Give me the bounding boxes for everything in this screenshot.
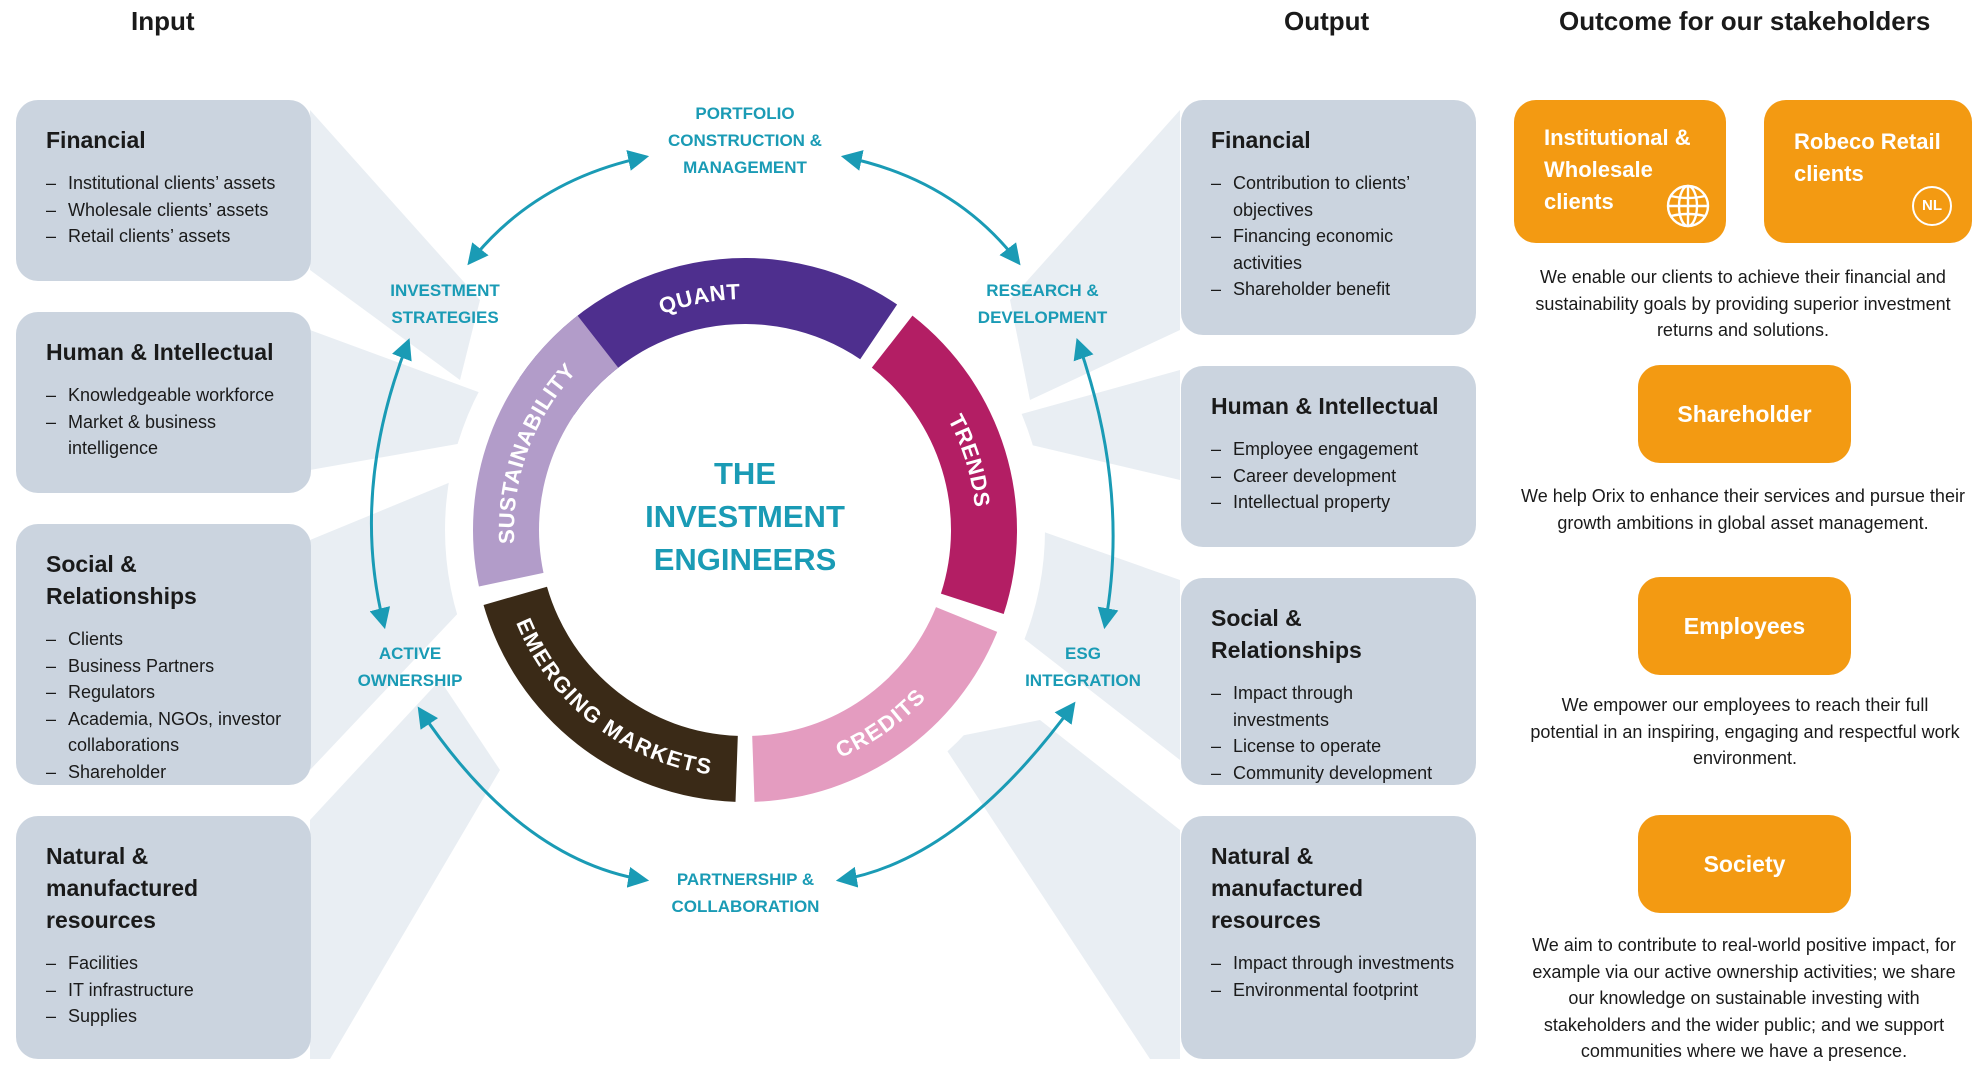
list-item: Contribution to clients’ objectives <box>1211 170 1431 223</box>
list-item: Impact through investments <box>1211 680 1436 733</box>
output-card-natural-manufactured: Natural & manufactured resources Impact … <box>1181 816 1476 1059</box>
arrow-esg-partnership <box>835 701 1076 888</box>
label-esg-integration: ESG INTEGRATION <box>1025 644 1141 690</box>
ring-segment <box>871 315 1018 615</box>
list-item: Business Partners <box>46 653 291 680</box>
arrow-research-esg <box>1073 338 1119 630</box>
card-list: Impact through investments License to op… <box>1211 680 1436 786</box>
list-item: Retail clients’ assets <box>46 223 291 250</box>
card-title: Social & Relationships <box>46 551 197 609</box>
list-item: Shareholder benefit <box>1211 276 1431 303</box>
card-title: Financial <box>46 127 146 153</box>
stakeholder-robeco-retail: Robeco Retail clients NL <box>1764 100 1972 243</box>
card-list: Knowledgeable workforce Market & busines… <box>46 382 291 462</box>
list-item: Wholesale clients’ assets <box>46 197 291 224</box>
list-item: Shareholder <box>46 759 291 786</box>
input-header: Input <box>131 6 195 36</box>
output-header: Output <box>1284 6 1370 36</box>
output-card-human-intellectual: Human & Intellectual Employee engagement… <box>1181 366 1476 547</box>
stakeholder-institutional-wholesale: Institutional & Wholesale clients <box>1514 100 1726 243</box>
input-card-natural-manufactured: Natural & manufactured resources Facilit… <box>16 816 311 1059</box>
card-list: Institutional clients’ assets Wholesale … <box>46 170 291 250</box>
card-title: Financial <box>1211 127 1311 153</box>
card-title: Human & Intellectual <box>46 339 274 365</box>
input-card-social-relationships: Social & Relationships Clients Business … <box>16 524 311 785</box>
ring-segment <box>519 257 898 415</box>
label-partnership-collaboration: PARTNERSHIP & COLLABORATION <box>671 870 820 916</box>
list-item: License to operate <box>1211 733 1436 760</box>
label-portfolio-construction: PORTFOLIO CONSTRUCTION & MANAGEMENT <box>668 104 822 177</box>
card-list: Impact through investments Environmental… <box>1211 950 1456 1003</box>
card-list: Employee engagement Career development I… <box>1211 436 1456 516</box>
list-item: Financing economic activities <box>1211 223 1431 276</box>
employees-outcome-text: We empower our employees to reach their … <box>1530 695 1960 768</box>
process-arrows <box>369 150 1119 888</box>
globe-icon <box>1666 184 1710 228</box>
list-item: Supplies <box>46 1003 291 1030</box>
list-item: Intellectual property <box>1211 489 1456 516</box>
list-item: IT infrastructure <box>46 977 291 1004</box>
list-item: Knowledgeable workforce <box>46 382 291 409</box>
nl-badge-icon: NL <box>1912 186 1952 226</box>
society-outcome-text: We aim to contribute to real-world posit… <box>1532 935 1956 1061</box>
core-title: THE INVESTMENT ENGINEERS <box>600 452 890 581</box>
card-title: Human & Intellectual <box>1211 393 1439 419</box>
input-card-financial: Financial Institutional clients’ assets … <box>16 100 311 281</box>
list-item: Employee engagement <box>1211 436 1456 463</box>
list-item: Career development <box>1211 463 1456 490</box>
card-list: Clients Business Partners Regulators Aca… <box>46 626 291 785</box>
outcome-header: Outcome for our stakeholders <box>1559 6 1931 36</box>
arrow-strategies-active <box>369 338 412 630</box>
input-card-human-intellectual: Human & Intellectual Knowledgeable workf… <box>16 312 311 493</box>
list-item: Academia, NGOs, investor collaborations <box>46 706 291 759</box>
list-item: Clients <box>46 626 291 653</box>
output-card-social-relationships: Social & Relationships Impact through in… <box>1181 578 1476 786</box>
core-title-line: INVESTMENT <box>645 499 845 534</box>
list-item: Market & business intelligence <box>46 409 291 462</box>
arrow-portfolio-research <box>840 150 1021 266</box>
label-research-development: RESEARCH & DEVELOPMENT <box>977 281 1108 327</box>
list-item: Impact through investments <box>1211 950 1456 977</box>
stakeholder-employees: Employees <box>1638 577 1851 675</box>
stakeholder-label: Institutional & Wholesale clients <box>1544 125 1691 214</box>
card-list: Contribution to clients’ objectives Fina… <box>1211 170 1431 303</box>
clients-outcome-text: We enable our clients to achieve their f… <box>1535 267 1951 340</box>
arrow-active-partnership <box>417 706 650 888</box>
label-investment-strategies: INVESTMENT STRATEGIES <box>390 281 500 327</box>
shareholder-outcome-text: We help Orix to enhance their services a… <box>1521 486 1965 533</box>
output-card-financial: Financial Contribution to clients’ objec… <box>1181 100 1476 335</box>
ring-segment <box>472 315 619 587</box>
stakeholder-shareholder: Shareholder <box>1638 365 1851 463</box>
core-title-line: THE <box>714 456 776 491</box>
card-list: Facilities IT infrastructure Supplies <box>46 950 291 1030</box>
card-title: Natural & manufactured resources <box>46 843 199 933</box>
label-active-ownership: ACTIVE OWNERSHIP <box>357 644 463 690</box>
list-item: Community development <box>1211 760 1436 787</box>
list-item: Environmental footprint <box>1211 977 1456 1004</box>
ring-segment <box>483 586 738 802</box>
card-title: Natural & manufactured resources <box>1211 843 1364 933</box>
stakeholder-label: Robeco Retail clients <box>1794 129 1941 186</box>
list-item: Regulators <box>46 679 291 706</box>
arrow-strategies-portfolio <box>467 150 650 266</box>
list-item: Institutional clients’ assets <box>46 170 291 197</box>
card-title: Social & Relationships <box>1211 605 1362 663</box>
stakeholder-society: Society <box>1638 815 1851 913</box>
core-title-line: ENGINEERS <box>653 542 837 577</box>
list-item: Facilities <box>46 950 291 977</box>
